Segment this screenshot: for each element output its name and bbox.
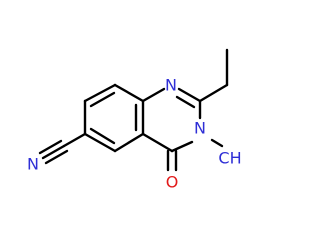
- bond-c6-c5: [83, 132, 117, 153]
- bond-c2-ethyl: [198, 83, 229, 103]
- bond-c4-c4a: [141, 132, 174, 153]
- atom-methyl: CH: [218, 149, 241, 168]
- bond-n1-c2: [177, 87, 202, 103]
- nitrile-bond-1: [41, 144, 66, 160]
- atom-nitrile-n: N: [27, 155, 39, 174]
- bond-n3-c4: [170, 140, 194, 153]
- atom-o4: O: [166, 173, 179, 192]
- atom-labels: N N CH O N: [27, 76, 242, 192]
- bond-c8-c7: [83, 83, 117, 103]
- bond-c6-c5-inner: [89, 127, 116, 145]
- bond-n1-c2-inner: [175, 95, 196, 109]
- bond-c5-c4a: [113, 132, 145, 153]
- bond-n3-methyl: [210, 138, 224, 148]
- atom-n3: N: [194, 119, 206, 138]
- bond-c8a-n1: [141, 87, 166, 103]
- atom-n1: N: [165, 76, 177, 95]
- nitrile-bond-3: [44, 149, 69, 165]
- molecule-structure: N N CH O N: [27, 48, 242, 192]
- nitrile-bond-2: [38, 139, 63, 155]
- bonds: [38, 48, 229, 172]
- bond-c8a-c8: [113, 83, 145, 103]
- bond-c6-nitrile-c: [62, 132, 87, 148]
- bond-c8-c7-inner: [89, 91, 116, 108]
